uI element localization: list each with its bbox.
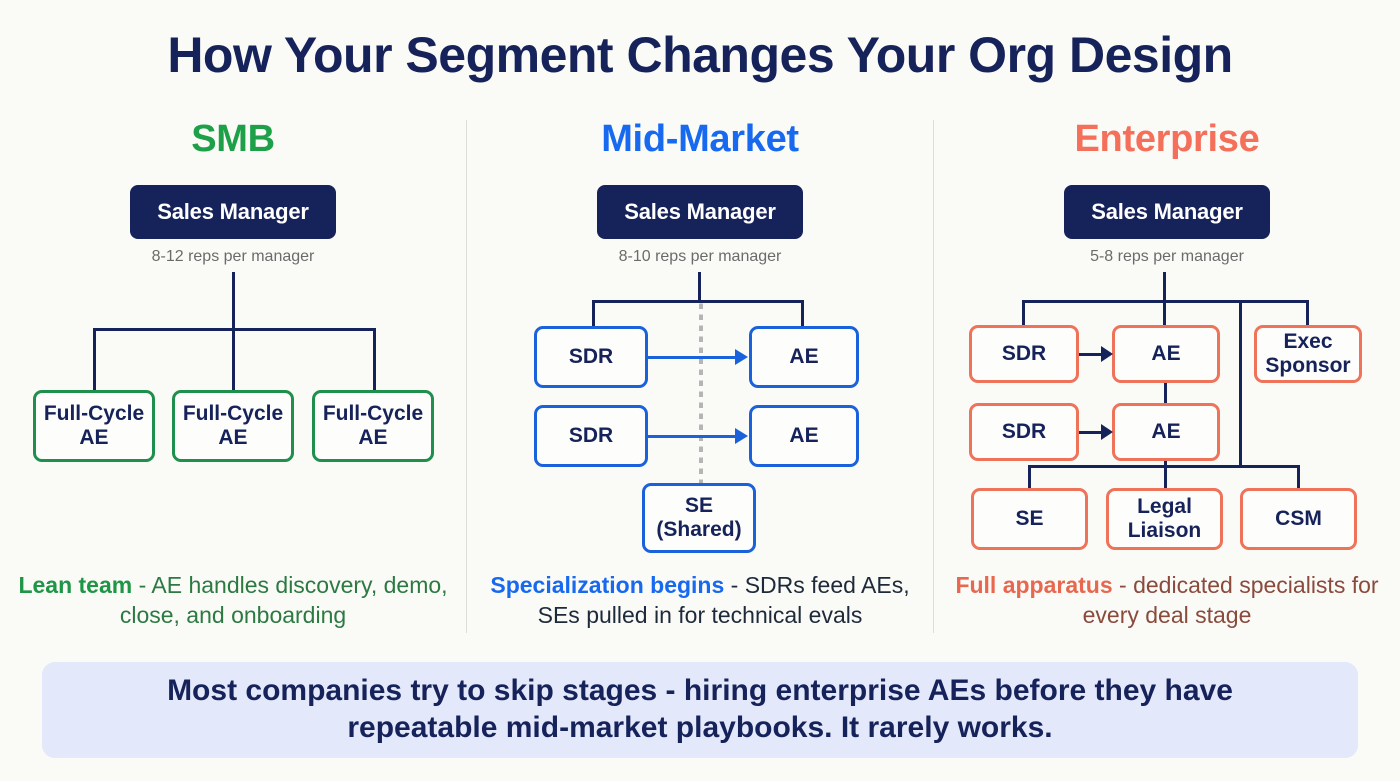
ent-ratio-note: 5-8 reps per manager — [1090, 248, 1244, 265]
smb-ratio-note: 8-12 reps per manager — [151, 248, 315, 265]
caption-enterprise: Full apparatus - dedicated specialists f… — [942, 571, 1392, 630]
smb-connector-drop-1 — [93, 328, 96, 390]
node-mm-ae-1[interactable]: AE — [749, 326, 859, 388]
node-smb-full-cycle-ae-1[interactable]: Full-Cycle AE — [33, 390, 155, 462]
ent-connector-drop-se — [1028, 465, 1031, 490]
bottom-banner: Most companies try to skip stages - hiri… — [42, 662, 1358, 758]
column-smb: SMB Sales Manager 8-12 reps per manager … — [0, 110, 466, 640]
node-smb-full-cycle-ae-3[interactable]: Full-Cycle AE — [312, 390, 434, 462]
ent-connector-drop-ae — [1163, 300, 1166, 325]
mm-connector-bus — [592, 300, 804, 303]
caption-smb-bold: Lean team — [18, 572, 133, 599]
node-label-line1: Full-Cycle — [322, 402, 424, 426]
caption-smb-rest: - AE handles discovery, demo, close, and… — [119, 572, 448, 628]
ent-arrow-head-2 — [1101, 424, 1113, 440]
node-ent-csm[interactable]: CSM — [1240, 488, 1357, 550]
node-label-line2: AE — [358, 426, 388, 449]
node-label-line1: Legal — [1137, 495, 1192, 519]
node-label-line1: SE — [684, 494, 713, 518]
node-label-line2: Liaison — [1127, 519, 1202, 542]
column-header-enterprise: Enterprise — [1074, 118, 1260, 160]
ent-arrow-line-2 — [1079, 431, 1103, 434]
column-header-smb: SMB — [191, 118, 275, 160]
caption-mm-rest: - SDRs feed AEs, SEs pulled in for techn… — [537, 572, 910, 628]
banner-line-1: Most companies try to skip stages - hiri… — [167, 674, 1233, 708]
node-ent-legal-liaison[interactable]: Legal Liaison — [1106, 488, 1223, 550]
column-enterprise: Enterprise Sales Manager 5-8 reps per ma… — [934, 110, 1400, 640]
node-mm-ae-2[interactable]: AE — [749, 405, 859, 467]
smb-sales-manager-box[interactable]: Sales Manager — [130, 185, 336, 239]
smb-connector-drop-2 — [232, 328, 235, 390]
caption-ent-rest: - dedicated specialists for every deal s… — [1082, 572, 1379, 628]
ent-connector-drop-sdr — [1022, 300, 1025, 325]
column-mid-market: Mid-Market Sales Manager 8-10 reps per m… — [467, 110, 933, 640]
mm-arrow-head-1 — [735, 349, 748, 365]
ent-connector-drop-exec — [1306, 300, 1309, 325]
mm-sales-manager-box[interactable]: Sales Manager — [597, 185, 803, 239]
column-divider-2 — [933, 120, 934, 633]
ent-connector-trunk — [1163, 272, 1166, 300]
column-divider-1 — [466, 120, 467, 633]
node-label-line2: (Shared) — [656, 518, 742, 541]
node-ent-sdr-2[interactable]: SDR — [969, 403, 1079, 461]
smb-connector-drop-3 — [373, 328, 376, 390]
smb-connector-trunk — [232, 272, 235, 328]
banner-line-2: repeatable mid-market playbooks. It rare… — [347, 711, 1053, 744]
ent-connector-drop-legal — [1164, 465, 1167, 490]
mm-shared-se-dotted-line — [699, 302, 703, 492]
ent-connector-side-spine — [1239, 300, 1242, 465]
node-ent-exec-sponsor[interactable]: Exec Sponsor — [1254, 325, 1362, 383]
ent-sales-manager-box[interactable]: Sales Manager — [1064, 185, 1270, 239]
node-label-line1: Full-Cycle — [182, 402, 284, 426]
caption-mm-bold: Specialization begins — [490, 572, 725, 599]
column-header-mid-market: Mid-Market — [601, 118, 799, 160]
node-ent-se[interactable]: SE — [971, 488, 1088, 550]
ent-connector-drop-csm — [1297, 465, 1300, 490]
ent-connector-ae1-to-ae2 — [1164, 383, 1167, 405]
mm-arrow-head-2 — [735, 428, 748, 444]
node-ent-sdr-1[interactable]: SDR — [969, 325, 1079, 383]
node-mm-sdr-2[interactable]: SDR — [534, 405, 648, 467]
mm-ratio-note: 8-10 reps per manager — [618, 248, 782, 265]
node-label-line2: AE — [79, 426, 109, 449]
caption-smb: Lean team - AE handles discovery, demo, … — [8, 571, 458, 630]
node-mm-sdr-1[interactable]: SDR — [534, 326, 648, 388]
node-ent-ae-2[interactable]: AE — [1112, 403, 1220, 461]
node-label-line1: Full-Cycle — [43, 402, 145, 426]
page-title: How Your Segment Changes Your Org Design — [167, 27, 1233, 83]
mm-arrow-line-1 — [648, 356, 736, 359]
node-mm-se-shared[interactable]: SE (Shared) — [642, 483, 756, 553]
mm-arrow-line-2 — [648, 435, 736, 438]
node-label-line2: Sponsor — [1265, 354, 1351, 377]
ent-arrow-line-1 — [1079, 353, 1103, 356]
ent-arrow-head-1 — [1101, 346, 1113, 362]
node-ent-ae-1[interactable]: AE — [1112, 325, 1220, 383]
mm-connector-drop-right — [801, 300, 804, 326]
caption-ent-bold: Full apparatus — [955, 572, 1113, 599]
node-label-line1: Exec — [1283, 330, 1333, 354]
node-label-line2: AE — [218, 426, 248, 449]
mm-connector-trunk — [698, 272, 701, 300]
node-smb-full-cycle-ae-2[interactable]: Full-Cycle AE — [172, 390, 294, 462]
mm-connector-drop-left — [592, 300, 595, 326]
caption-mid-market: Specialization begins - SDRs feed AEs, S… — [475, 571, 925, 630]
